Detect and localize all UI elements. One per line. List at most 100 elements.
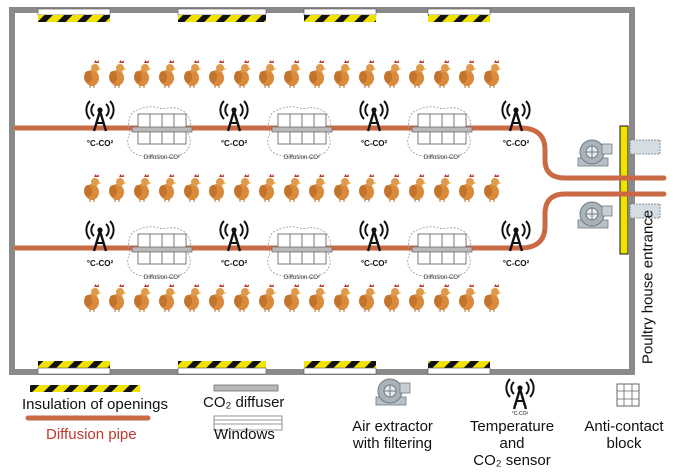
co2-diffuser: Diffusion CO²	[267, 226, 333, 281]
hen	[383, 59, 402, 89]
hen	[233, 59, 252, 89]
hen	[458, 59, 477, 89]
temperature-co2-sensor: °C-CO²	[85, 99, 115, 148]
legend-anti-contact-line1: Anti-contact	[584, 418, 664, 435]
hen	[283, 173, 302, 203]
sensor-label: °C-CO²	[221, 139, 248, 148]
air-extractor-bottom	[577, 201, 613, 229]
hen	[483, 173, 502, 203]
legend-extractor-label: Air extractor with filtering	[340, 418, 445, 452]
hen	[233, 283, 252, 313]
hen	[358, 283, 377, 313]
co2-diffuser: Diffusion CO²	[267, 106, 333, 161]
hen	[333, 173, 352, 203]
hen	[358, 173, 377, 203]
legend-anti-contact-icon	[616, 383, 640, 407]
hen	[458, 173, 477, 203]
hen	[208, 59, 227, 89]
sensor-label: °C-CO²	[503, 139, 530, 148]
hen	[133, 59, 152, 89]
hen	[308, 59, 327, 89]
temperature-co2-sensor: °C-CO²	[219, 219, 249, 268]
hen	[233, 173, 252, 203]
sensors-layer: °C-CO² °C-CO² °C-CO² °C-CO² °C-CO² °C-CO² °C-C…	[85, 99, 531, 268]
hen	[308, 283, 327, 313]
hen	[83, 283, 102, 313]
hen	[133, 283, 152, 313]
legend-sensor-line1: Temperature	[469, 418, 555, 435]
hen	[83, 173, 102, 203]
entrance-label: Poultry house entrance	[639, 209, 657, 365]
co2-diffuser-label: Diffusion CO²	[424, 155, 460, 161]
hen	[333, 283, 352, 313]
sensor-label: °C-CO²	[361, 259, 388, 268]
legend-sensor-line2: and	[499, 435, 525, 452]
hen	[258, 173, 277, 203]
hen	[208, 283, 227, 313]
legend-extractor-icon	[375, 378, 411, 406]
legend-diffuser-label: CO₂ diffuser	[203, 394, 285, 411]
hen	[83, 59, 102, 89]
legend-pipe-label: Diffusion pipe	[46, 426, 137, 443]
legend-insulation-label: Insulation of openings	[22, 396, 168, 413]
hen	[158, 173, 177, 203]
diffusion-pipes	[13, 125, 667, 251]
hen	[358, 59, 377, 89]
temperature-co2-sensor: °C-CO²	[85, 219, 115, 268]
hen	[183, 59, 202, 89]
bottom-openings	[37, 361, 491, 375]
hen	[158, 59, 177, 89]
hen	[383, 173, 402, 203]
hen	[433, 173, 452, 203]
hen	[133, 173, 152, 203]
air-extractor-top	[577, 139, 613, 167]
legend-windows-label: Windows	[214, 426, 275, 443]
legend-extractor-line2: with filtering	[352, 435, 433, 452]
hen	[108, 283, 127, 313]
temperature-co2-sensor: °C-CO²	[219, 99, 249, 148]
legend-windows-swatch	[213, 415, 283, 431]
sensor-label: °C-CO²	[503, 259, 530, 268]
legend-anti-contact-label: Anti-contact block	[574, 418, 674, 452]
hen	[483, 59, 502, 89]
legend-sensor-label: Temperature and CO₂ sensor	[458, 418, 566, 469]
legend-sensor-icon-label: °C-CO²	[512, 411, 529, 417]
co2-diffuser: Diffusion CO²	[407, 106, 473, 161]
hen	[183, 173, 202, 203]
sensor-label: °C-CO²	[87, 259, 114, 268]
hen	[283, 59, 302, 89]
hen	[258, 283, 277, 313]
sensor-label: °C-CO²	[361, 139, 388, 148]
temperature-co2-sensor: °C-CO²	[359, 99, 389, 148]
air-extractors	[577, 139, 613, 229]
legend-extractor-line1: Air extractor	[352, 418, 433, 435]
co2-diffuser-label: Diffusion CO²	[424, 275, 460, 281]
temperature-co2-sensor: °C-CO²	[501, 219, 531, 268]
hen	[433, 283, 452, 313]
hen	[208, 173, 227, 203]
entrance-door	[619, 125, 661, 255]
hen	[258, 59, 277, 89]
legend-sensor-icon	[505, 377, 535, 411]
co2-diffusers-layer: Diffusion CO² Diffusion CO² Diffusion CO² D…	[127, 106, 473, 281]
entrance-label-box: Poultry house entrance	[628, 210, 668, 364]
temperature-co2-sensor: °C-CO²	[501, 99, 531, 148]
hen	[283, 283, 302, 313]
legend-icons: °C-CO²	[25, 377, 640, 431]
co2-diffuser-label: Diffusion CO²	[144, 155, 180, 161]
hen	[483, 283, 502, 313]
sensor-label: °C-CO²	[221, 259, 248, 268]
hen	[183, 283, 202, 313]
legend-diffuser-swatch	[213, 384, 279, 392]
legend-anti-contact-line2: block	[606, 435, 642, 452]
sensor-label: °C-CO²	[87, 139, 114, 148]
hen	[408, 283, 427, 313]
legend-sensor-line3: CO₂ sensor	[473, 452, 551, 469]
temperature-co2-sensor: °C-CO²	[359, 219, 389, 268]
co2-diffuser: Diffusion CO²	[407, 226, 473, 281]
hen	[333, 59, 352, 89]
hen	[108, 59, 127, 89]
co2-diffuser-label: Diffusion CO²	[284, 275, 320, 281]
co2-diffuser: Diffusion CO²	[127, 226, 193, 281]
